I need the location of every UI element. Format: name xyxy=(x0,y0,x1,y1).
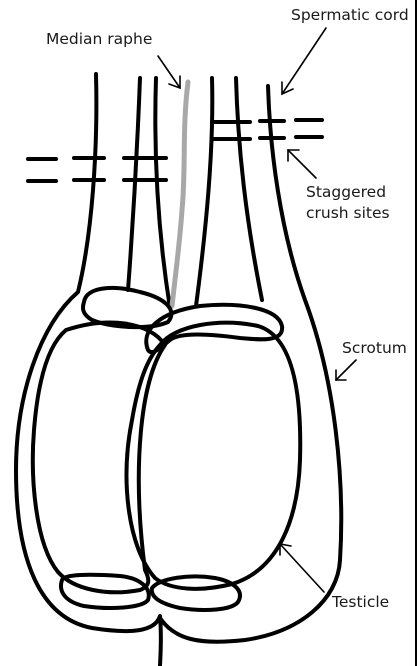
testicle-arrow xyxy=(280,544,324,592)
label-testicle: Testicle xyxy=(331,593,389,611)
left-testicle xyxy=(33,323,165,593)
median-raphe-arrow xyxy=(158,56,180,88)
label-spermatic-cord: Spermatic cord xyxy=(291,6,409,24)
left-cord-inner-1 xyxy=(128,78,140,290)
median-raphe-line xyxy=(172,82,188,306)
label-scrotum: Scrotum xyxy=(342,339,407,357)
left-crush-sites xyxy=(28,158,166,181)
spermatic-cord-arrow xyxy=(282,28,326,94)
right-cord-inner-2 xyxy=(236,78,262,300)
right-testicle xyxy=(127,323,301,589)
scrotum-arrow xyxy=(336,360,356,380)
left-cord-inner-2 xyxy=(155,78,170,308)
right-cord-inner-1 xyxy=(196,78,212,306)
right-epididymis-tail xyxy=(152,576,240,610)
right-crush-sites xyxy=(212,120,322,139)
crush-sites-arrow xyxy=(288,150,316,178)
label-median-raphe: Median raphe xyxy=(46,30,152,48)
label-staggered: Staggered xyxy=(306,183,386,201)
label-crush-sites: crush sites xyxy=(306,204,390,222)
